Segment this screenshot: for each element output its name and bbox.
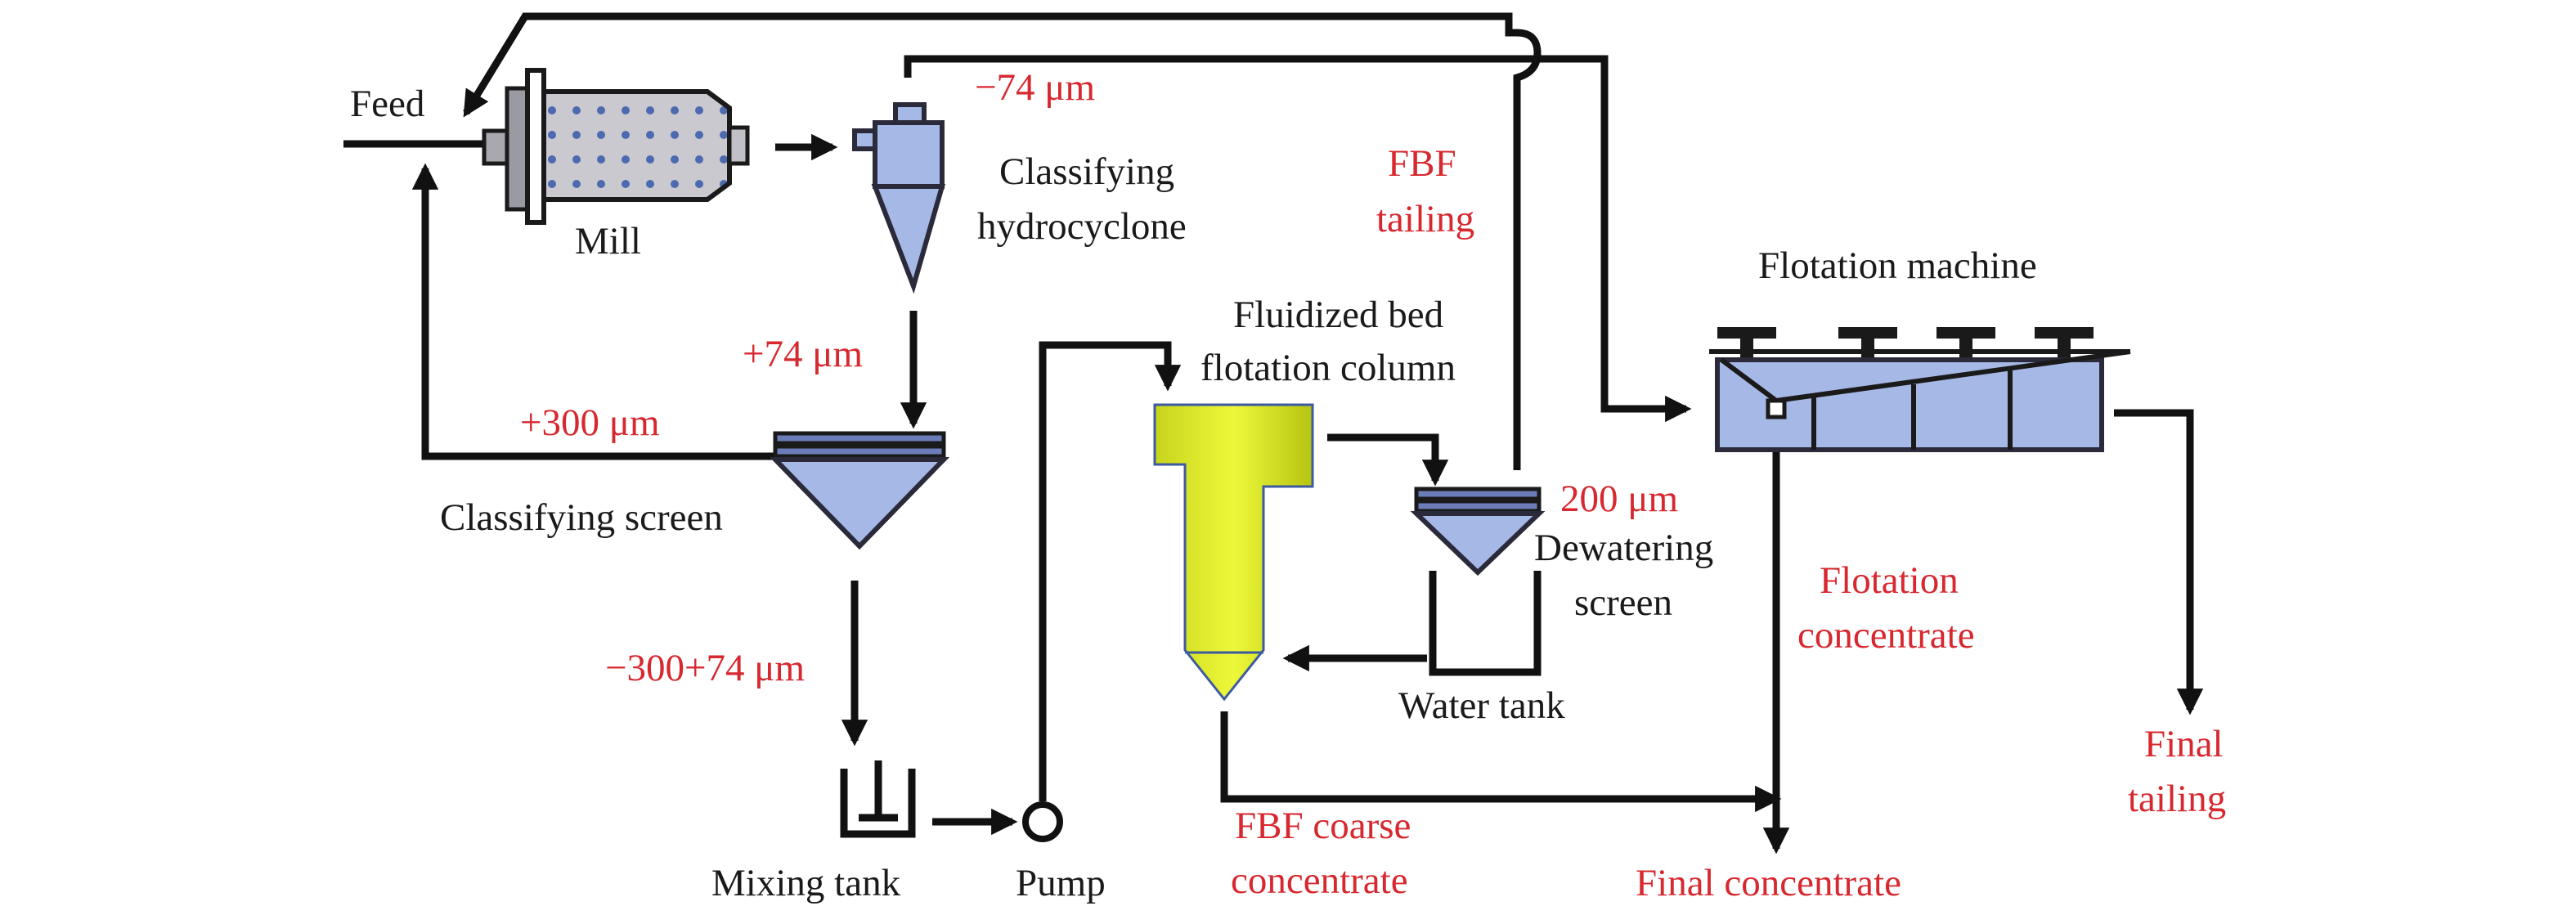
pump	[1022, 801, 1063, 842]
fbf-coarse-label-line2: concentrate	[1231, 859, 1408, 902]
coarse-concentrate-line	[1220, 711, 1782, 813]
pump-label: Pump	[1016, 862, 1106, 904]
flow-lines	[343, 12, 2204, 854]
fbf-tailing-recycle-line	[463, 12, 1542, 470]
final-tailing-label-line1: Final	[2144, 723, 2224, 765]
pump-to-column-line	[1039, 341, 1182, 801]
column-label-line2: flotation column	[1200, 347, 1456, 389]
classifying-screen-label: Classifying screen	[440, 496, 723, 539]
plus300-recycle-line	[411, 163, 777, 460]
flotation-machine	[1709, 327, 2131, 452]
mixing-tank	[840, 760, 916, 838]
classifying-hydrocyclone	[852, 102, 945, 294]
ball-mill	[482, 68, 750, 225]
mixing-tank-label: Mixing tank	[711, 862, 901, 904]
dewatering-label-line2: screen	[1574, 581, 1672, 624]
range-label: −300+74 μm	[605, 647, 805, 689]
final-concentrate-label: Final concentrate	[1636, 862, 1901, 904]
column-label-line1: Fluidized bed	[1233, 294, 1443, 336]
dewatering-screen	[1410, 487, 1546, 576]
fluidized-bed-flotation-column	[1153, 403, 1314, 702]
minus74-label: −74 μm	[975, 66, 1095, 109]
fbf-coarse-label-line1: FBF coarse	[1235, 805, 1411, 847]
plus74-label: +74 μm	[743, 333, 863, 375]
flotation-machine-label: Flotation machine	[1758, 244, 2037, 287]
hydrocyclone-label-line1: Classifying	[999, 150, 1174, 193]
flotation-concentrate-label-line1: Flotation	[1820, 559, 1959, 602]
diagram-labels: Feed Mill −74 μm Classifying hydrocyclon…	[350, 66, 2226, 904]
hydrocyclone-label-line2: hydrocyclone	[977, 205, 1187, 248]
final-tailing-label-line2: tailing	[2128, 778, 2226, 820]
column-to-dewatering-arrow	[1327, 433, 1449, 487]
fbf-tailing-label-line2: tailing	[1376, 198, 1474, 240]
um200-label: 200 μm	[1560, 478, 1678, 520]
plus300-label: +300 μm	[520, 401, 660, 444]
flotation-tailing-line	[2114, 409, 2204, 715]
mill-label: Mill	[575, 220, 641, 262]
overflow-to-flotation-line	[904, 55, 1692, 423]
fbf-tailing-label-line1: FBF	[1388, 142, 1456, 185]
water-tank-label: Water tank	[1398, 684, 1565, 727]
flotation-concentrate-label-line2: concentrate	[1797, 614, 1975, 657]
feed-label: Feed	[350, 83, 424, 125]
water-tank	[1429, 571, 1542, 676]
dewatering-label-line1: Dewatering	[1534, 527, 1713, 569]
classifying-screen	[769, 431, 950, 550]
